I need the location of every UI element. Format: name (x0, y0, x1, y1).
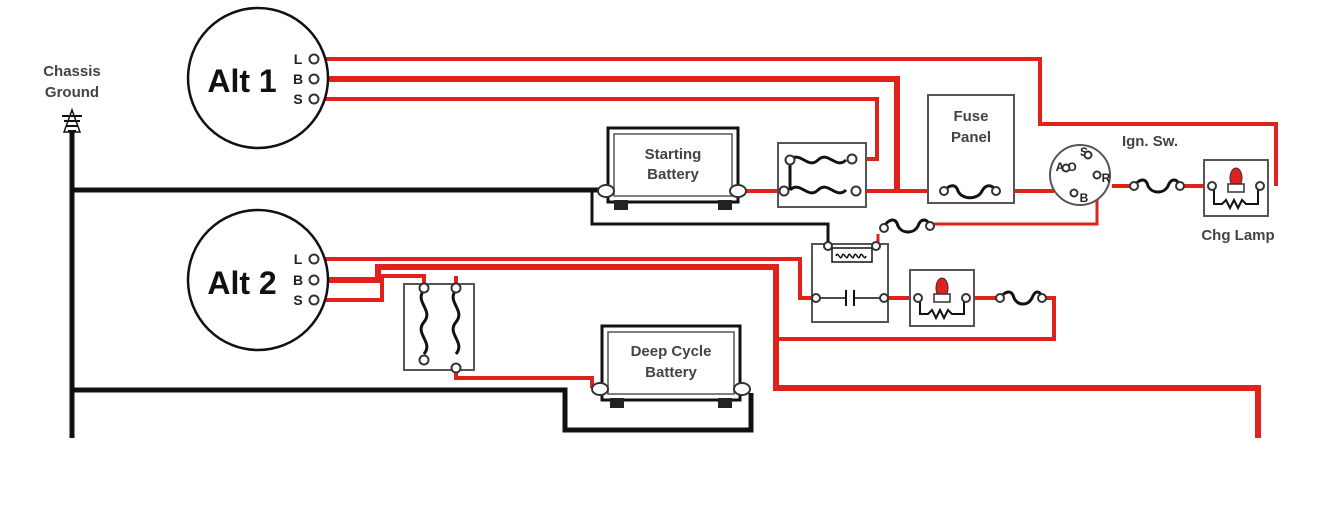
wire-alt1-l-to-charge-lamp (318, 57, 1278, 186)
ign-sw-body (1049, 144, 1111, 206)
charge-lamp-label: Chg Lamp (1201, 227, 1274, 244)
ign-sw-terminal-a: A (1056, 160, 1065, 174)
alt1-terminal-b (308, 73, 320, 85)
wire-isolator2-to-deep-cycle (454, 368, 594, 388)
relay-feed-fuse (882, 218, 932, 234)
starting-battery-negative-post (597, 184, 615, 198)
wire-ign-sw-b (930, 200, 1099, 226)
alt2-label: Alt 2 (207, 265, 276, 301)
fuse-panel-terminal-in (939, 186, 949, 196)
ign-sw-terminal-s: S (1080, 145, 1088, 159)
alt2-pin-l: L (294, 251, 303, 267)
ignition-switch: A O S R B Ign. Sw. (1049, 133, 1178, 206)
ground-wire-deep-cycle-battery (72, 387, 754, 433)
fuse-panel-box (927, 94, 1015, 204)
deep-cycle-battery: Deep Cycle Battery (591, 324, 751, 408)
ign-sw-terminal-r: R (1102, 171, 1111, 185)
alternator-1: Alt 1 L B S (186, 6, 330, 150)
ign-sw-terminal-o: O (1067, 160, 1076, 174)
isolator-1-terminal-4 (850, 185, 862, 197)
starting-battery-positive-post (729, 184, 747, 198)
deep-cycle-battery-label-1: Deep Cycle (631, 343, 712, 360)
alt2-terminal-s (308, 294, 320, 306)
charge-lamp: Chg Lamp (1201, 159, 1275, 244)
alt1-label: Alt 1 (207, 63, 276, 99)
relay-coil (831, 247, 873, 263)
starting-battery-foot-left (614, 200, 628, 210)
fuse-panel-label-1: Fuse (953, 108, 988, 125)
ign-inline-fuse-terminal-out (1175, 181, 1185, 191)
isolator-2-terminal-2 (450, 282, 462, 294)
fuse-panel-fuse (942, 184, 998, 200)
alternator-2: Alt 2 L B S (186, 208, 330, 352)
isolator-2-terminal-3 (418, 354, 430, 366)
alt2-pin-s: S (293, 292, 302, 308)
positive-wires (318, 57, 1278, 438)
starting-battery-label-1: Starting (645, 146, 702, 163)
deep-cycle-battery-inner (607, 331, 735, 395)
alt2-body (186, 208, 330, 352)
fuse-panel: Fuse Panel (927, 94, 1015, 204)
alt2-terminal-b (308, 274, 320, 286)
chassis-ground-label-1: Chassis (43, 63, 101, 80)
relay-unit (811, 241, 889, 323)
battery-isolator-1 (777, 142, 867, 208)
deep-cycle-battery-label-2: Battery (645, 364, 697, 381)
isolator-1-terminal-1 (784, 154, 796, 166)
ign-sw-terminal-b: B (1080, 191, 1089, 205)
isolator-1-terminal-3 (778, 185, 790, 197)
isolator-2-terminal-1 (418, 282, 430, 294)
indicator-lamp-2 (909, 269, 975, 327)
deep-cycle-battery-negative-post (733, 382, 751, 396)
deep-cycle-battery-positive-post (591, 382, 609, 396)
ign-sw-label: Ign. Sw. (1122, 133, 1178, 150)
ground-wires (69, 132, 830, 438)
wire-alt1-b (318, 76, 900, 191)
starting-battery-inner (613, 133, 733, 197)
battery-isolator-2 (403, 282, 475, 374)
chassis-ground-label-2: Ground (45, 84, 99, 101)
starting-battery-label-2: Battery (647, 166, 699, 183)
lamp-2-fuse (998, 290, 1044, 306)
wire-alt1-s (318, 97, 879, 161)
isolator-2-terminal-4 (450, 362, 462, 374)
fuse-panel-terminal-out (991, 186, 1001, 196)
wire-alt2-b (318, 264, 1261, 438)
alt1-terminal-s (308, 93, 320, 105)
alt1-pin-b: B (293, 71, 303, 87)
starting-battery: Starting Battery (597, 126, 747, 210)
alt1-body (186, 6, 330, 150)
wire-alt2-l-to-relay (318, 257, 812, 300)
ign-inline-fuse-terminal-in (1129, 181, 1139, 191)
alt1-terminal-l (308, 53, 320, 65)
isolator-1-terminal-2 (846, 153, 858, 165)
alt2-terminal-l (308, 253, 320, 265)
deep-cycle-battery-case (600, 324, 742, 402)
ign-inline-fuse (1132, 178, 1182, 194)
starting-battery-foot-right (718, 200, 732, 210)
ground-wire-starting-battery-to-relay (590, 190, 830, 244)
wire-alt2-s-to-isolator (318, 274, 426, 302)
fuse-panel-label-2: Panel (951, 129, 991, 146)
alt2-pin-b: B (293, 272, 303, 288)
starting-battery-case (606, 126, 740, 204)
isolator-2-box (403, 283, 475, 371)
alt1-pin-l: L (294, 51, 303, 67)
alt1-pin-s: S (293, 91, 302, 107)
chassis-ground-symbol (62, 107, 82, 133)
